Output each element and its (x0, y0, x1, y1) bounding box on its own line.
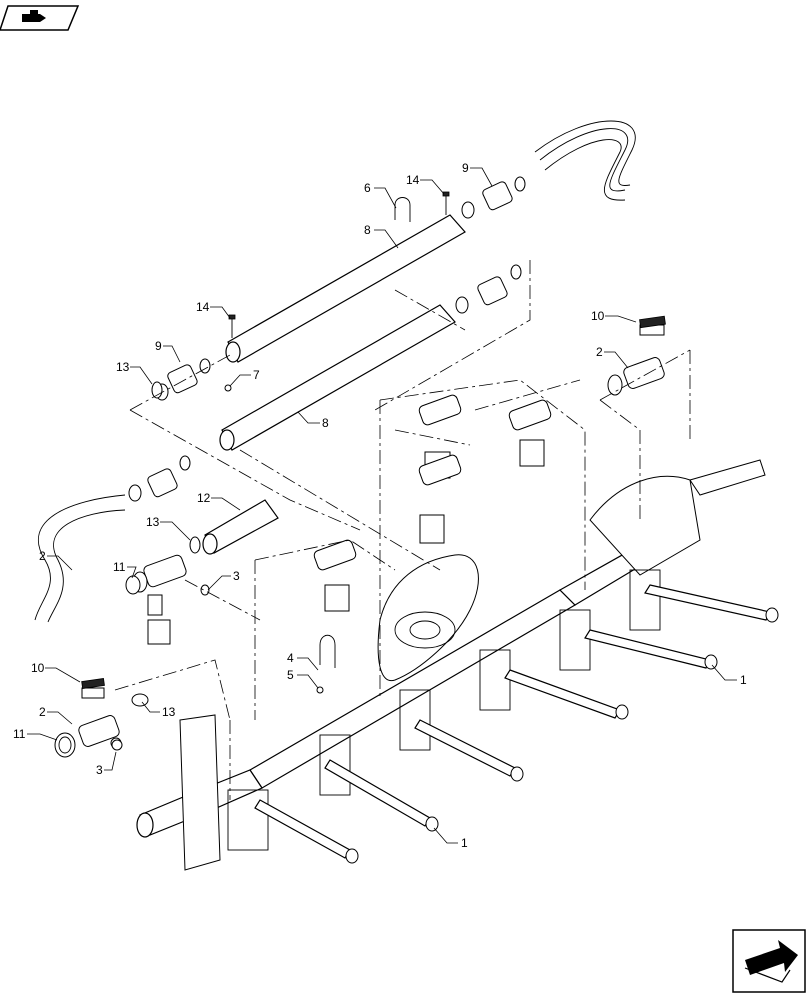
manifold-center-2 (508, 399, 552, 467)
callout-9-left: 9 (155, 339, 162, 353)
callout-13-mid: 13 (146, 515, 160, 529)
u-bolt-mid (319, 634, 336, 668)
callout-1-right: 1 (740, 673, 747, 687)
callout-14-top: 14 (406, 173, 420, 187)
lower-pipe (219, 304, 456, 451)
flexible-hose-left (34, 494, 126, 623)
manifold-center-4 (313, 539, 357, 612)
upper-pipe (225, 214, 466, 363)
coupler-mid-right (455, 264, 522, 314)
plate-10 (639, 315, 666, 329)
short-pipe (202, 499, 279, 555)
callout-5: 5 (287, 668, 294, 682)
coupler-upper-right (461, 176, 526, 219)
manifold-center-3 (418, 454, 462, 544)
callout-10-right: 10 (591, 309, 605, 323)
u-bolt-top (394, 197, 411, 222)
callout-8-upper: 8 (364, 223, 371, 237)
flexible-hose-top (534, 120, 636, 201)
coupler-left-lower (128, 455, 191, 502)
callout-2-right: 2 (596, 345, 603, 359)
book-hand-icon[interactable] (0, 5, 80, 31)
assembly-lines (114, 260, 691, 800)
plate-10-lower (81, 678, 105, 689)
fan-housing (377, 554, 479, 682)
callout-1-bottom: 1 (461, 836, 468, 850)
next-page-arrow-icon[interactable] (732, 929, 806, 993)
callout-12: 12 (197, 491, 211, 505)
nut-7 (224, 384, 232, 392)
rings-11 (125, 575, 141, 595)
callout-11-left: 11 (113, 560, 126, 574)
callout-13-lower: 13 (162, 705, 176, 719)
nut-5 (316, 686, 324, 694)
callout-9-right: 9 (462, 161, 469, 175)
callout-8-lower: 8 (322, 416, 329, 430)
callout-3-upper: 3 (233, 569, 240, 583)
bolt-14-left (228, 314, 236, 338)
callout-labels: 1 1 2 2 2 3 3 4 5 6 7 8 8 9 9 10 10 11 1… (13, 161, 747, 850)
manifold-lower-left (54, 687, 122, 758)
leader-lines (27, 167, 737, 844)
callout-2-left: 2 (39, 549, 46, 563)
callout-14-left: 14 (196, 300, 210, 314)
callout-10-left: 10 (31, 661, 45, 675)
coupler-left (155, 358, 211, 401)
down-tubes (254, 584, 779, 864)
ring-13-mid (189, 536, 201, 554)
manifold-left (132, 554, 187, 645)
main-frame (136, 459, 766, 871)
callout-13-left: 13 (116, 360, 130, 374)
callout-2-lower: 2 (39, 705, 46, 719)
clamp-3-lower (111, 739, 123, 751)
callout-6: 6 (364, 181, 371, 195)
ring-13-lower (131, 693, 149, 707)
bolt-14-top (442, 191, 450, 215)
callout-3-lower: 3 (96, 763, 103, 777)
callout-7: 7 (253, 368, 260, 382)
callout-11-lower: 11 (13, 727, 26, 741)
callout-4: 4 (287, 651, 294, 665)
manifold-right (607, 324, 665, 396)
clamp-3-upper (200, 584, 210, 596)
